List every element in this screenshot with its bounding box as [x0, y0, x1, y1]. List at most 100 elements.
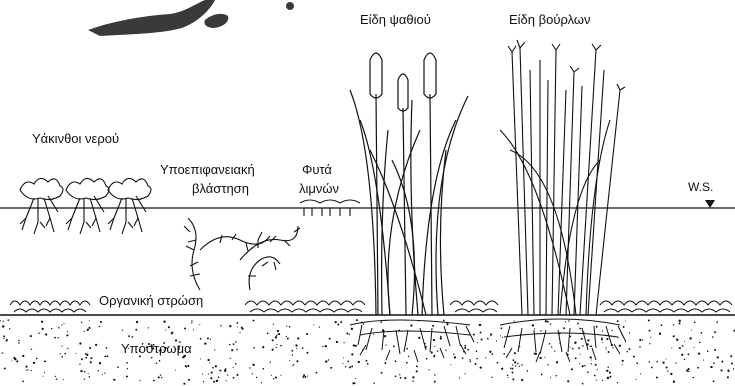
substrate-dot	[688, 371, 689, 372]
substrate-dot	[714, 349, 716, 351]
substrate-dot	[453, 353, 454, 354]
substrate-dot	[63, 379, 64, 380]
cattails-label: Είδη ψαθιού	[360, 12, 431, 28]
substrate-dot	[663, 362, 665, 364]
substrate-dot	[226, 380, 227, 381]
substrate-dot	[426, 358, 428, 360]
substrate-dot	[208, 373, 209, 374]
substrate-dot	[306, 333, 308, 335]
substrate-dot	[161, 377, 162, 378]
substrate-dot	[3, 335, 5, 337]
substrate-dot	[611, 330, 612, 331]
substrate-dot	[675, 362, 676, 363]
substrate-dot	[191, 322, 192, 323]
substrate-dot	[225, 368, 227, 370]
substrate-dot	[139, 380, 140, 381]
substrate-dot	[676, 339, 678, 341]
substrate-dot	[128, 335, 130, 337]
substrate-dot	[681, 354, 683, 356]
substrate-dot	[673, 324, 674, 325]
substrate-dot	[521, 364, 523, 366]
substrate-dot	[322, 346, 323, 347]
substrate-dot	[325, 360, 327, 362]
substrate-dot	[171, 332, 173, 334]
substrate-dot	[649, 330, 651, 332]
substrate-dot	[85, 353, 87, 355]
substrate-dot	[358, 361, 360, 363]
substrate-dot	[697, 367, 699, 369]
substrate-dot	[90, 357, 92, 359]
substrate-dot	[95, 344, 97, 346]
substrate-dot	[686, 369, 688, 371]
substrate-dot	[606, 347, 607, 348]
substrate-dot	[649, 343, 650, 344]
substrate-dot	[578, 347, 580, 349]
substrate-dot	[639, 339, 641, 341]
substrate-dot	[450, 364, 451, 365]
substrate-dot	[434, 346, 435, 347]
substrate-dot	[214, 349, 215, 350]
substrate-dot	[271, 375, 272, 376]
substrate-dot	[517, 363, 519, 365]
substrate-dot	[233, 367, 234, 368]
substrate-dot	[262, 368, 264, 370]
substrate-dot	[689, 337, 691, 339]
substrate-dot	[236, 349, 238, 351]
substrate-dot	[440, 337, 442, 339]
substrate-dot	[602, 380, 603, 381]
substrate-dot	[36, 358, 38, 360]
substrate-dot	[289, 360, 290, 361]
substrate-dot	[100, 362, 101, 363]
substrate-dot	[636, 362, 638, 364]
substrate-dot	[596, 380, 597, 381]
substrate-dot	[373, 334, 374, 335]
substrate-dot	[649, 361, 651, 363]
substrate-dot	[467, 349, 469, 351]
substrate-dot	[534, 328, 535, 329]
substrate-dot	[491, 353, 493, 355]
substrate-dot	[227, 374, 228, 375]
substrate-dot	[554, 351, 555, 352]
substrate-dot	[579, 363, 580, 364]
substrate-dot	[684, 359, 686, 361]
substrate-dot	[297, 337, 299, 339]
substrate-dot	[577, 323, 579, 325]
substrate-dot	[216, 379, 218, 381]
substrate-dot	[11, 360, 12, 361]
substrate-dot	[355, 378, 356, 379]
substrate-dot	[572, 348, 574, 350]
substrate-dot	[38, 332, 40, 334]
substrate-dot	[640, 373, 641, 374]
substrate-dot	[595, 364, 597, 366]
substrate-dot	[302, 376, 304, 378]
substrate-dot	[532, 324, 534, 326]
substrate-dot	[184, 328, 186, 330]
substrate-dot	[512, 364, 513, 365]
substrate-dot	[160, 374, 161, 375]
substrate-dot	[582, 365, 584, 367]
substrate-dot	[591, 345, 593, 347]
bulrushes-label: Είδη βούρλων	[509, 12, 591, 28]
substrate-dot	[733, 368, 734, 369]
substrate-dot	[183, 383, 185, 385]
substrate-dot	[462, 357, 464, 359]
substrate-dot	[575, 357, 577, 359]
substrate-dot	[353, 344, 355, 346]
substrate-dot	[606, 338, 608, 340]
substrate-dot	[9, 328, 10, 329]
substrate-dot	[731, 363, 733, 365]
substrate-dot	[81, 322, 82, 323]
substrate-dot	[619, 345, 621, 347]
substrate-dot	[601, 338, 603, 340]
substrate-dot	[693, 377, 695, 379]
substrate-dot	[596, 326, 598, 328]
substrate-dot	[63, 323, 64, 324]
substrate-dot	[648, 320, 650, 322]
substrate-dot	[545, 320, 547, 322]
substrate-dot	[412, 376, 414, 378]
substrate-dot	[212, 367, 214, 369]
substrate-dot	[117, 366, 119, 368]
substrate-dot	[229, 344, 231, 346]
substrate-dot	[434, 355, 436, 357]
substrate-dot	[567, 380, 569, 382]
